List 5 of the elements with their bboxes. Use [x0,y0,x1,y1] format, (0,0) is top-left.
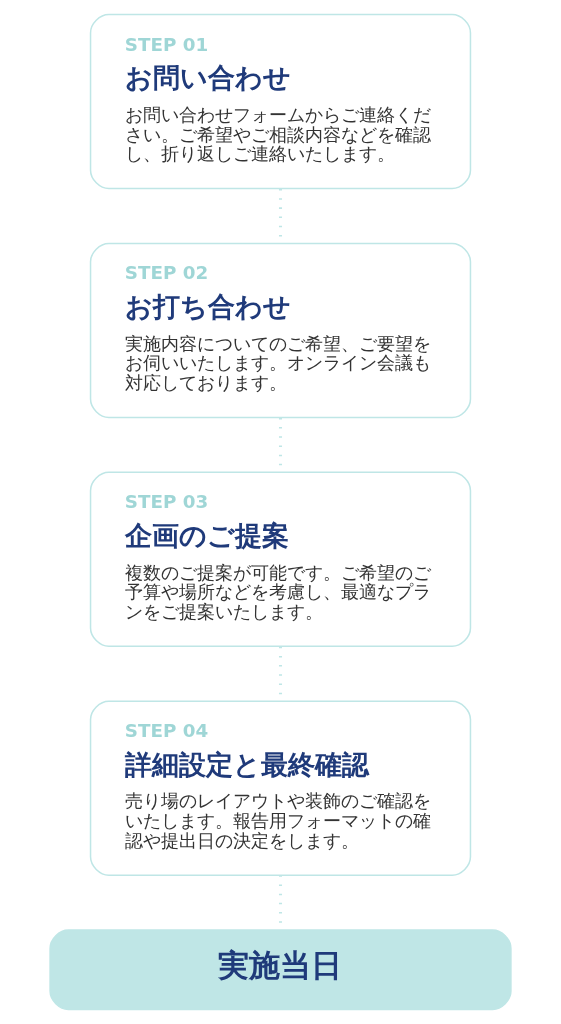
node-box: 実施当日 [49,929,512,1011]
node-box: STEP 02 お打ち合わせ 実施内容についてのご希望、ご要望をお伺いいたします。オンライン会議も対応しております。 [89,242,472,419]
node-box: STEP 04 詳細設定と最終確認 売り場のレイアウトや装飾のご確認をいたします。報告用フォーマットの確認や提出日の決定をします。 [89,700,472,876]
node-box: STEP 01 お問い合わせ お問い合わせフォームからご連絡ください。ご希望やご相談内容などを確認し、折り返しご連絡いたします。 [89,13,472,190]
node-box: STEP 03 企画のご提案 複数のご提案が可能です。ご希望のご予算や場所などを考慮し、最適なプランをご提案いたします。 [89,471,472,648]
